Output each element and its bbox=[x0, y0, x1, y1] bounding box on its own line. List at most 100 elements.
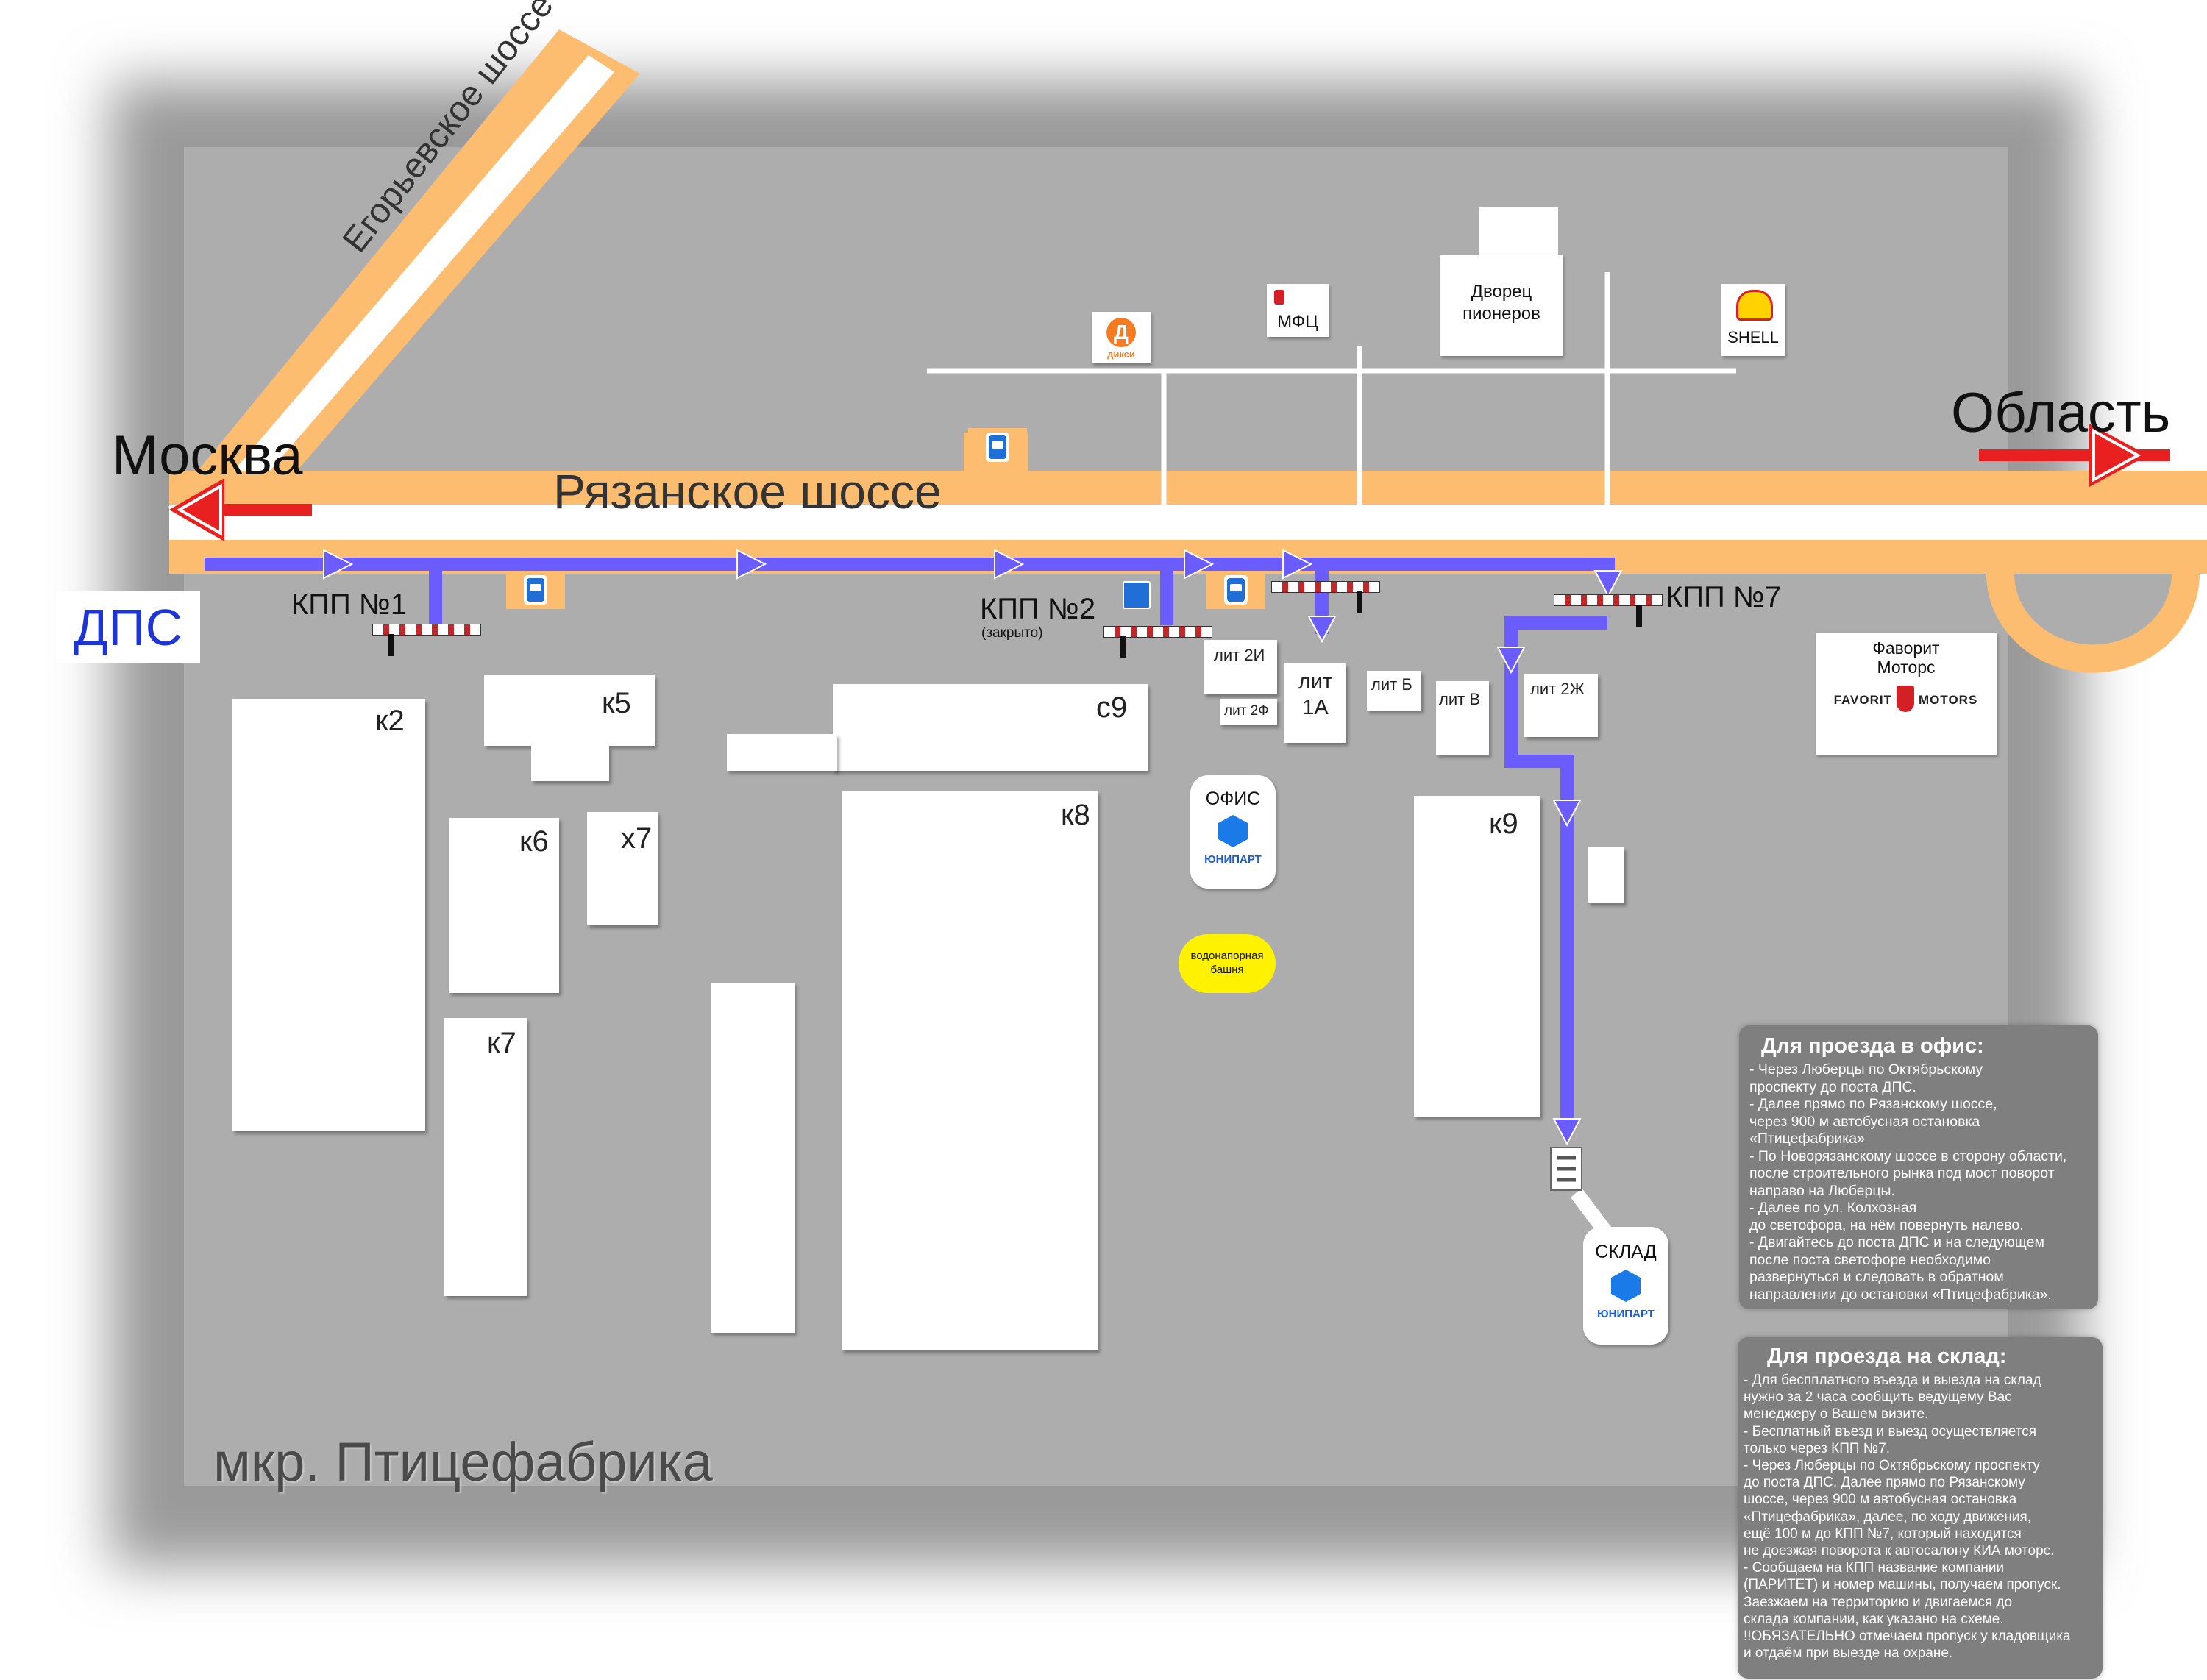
building-k8 bbox=[842, 791, 1098, 1350]
kpp7-label: КПП №7 bbox=[1666, 581, 1782, 613]
building-k2 bbox=[232, 699, 425, 1131]
office_panel-line: через 900 м автобусная остановка bbox=[1749, 1113, 1980, 1130]
favorit-motors-label: Фаворит Моторс bbox=[1872, 638, 1940, 677]
warehouse_panel-line: шоссе, через 900 м автобусная остановка bbox=[1744, 1492, 2017, 1508]
diksi-logo-icon: Д bbox=[1106, 318, 1136, 347]
building-x7-label: х7 bbox=[621, 822, 653, 855]
warehouse_panel-line: до поста ДПС. Далее прямо по Рязанскому bbox=[1744, 1475, 2025, 1491]
kpp2-post bbox=[1120, 636, 1126, 658]
uniparts-logo-icon bbox=[1611, 1270, 1641, 1302]
building-c9 bbox=[833, 684, 1148, 771]
warehouse_panel-line: менеджеру о Вашем визите. bbox=[1744, 1406, 1929, 1423]
building-k8-label: к8 bbox=[1061, 799, 1090, 831]
district-label: мкр. Птицефабрика bbox=[213, 1431, 713, 1492]
office_panel-line: «Птицефабрика» bbox=[1749, 1131, 1865, 1147]
building-k5 bbox=[484, 675, 655, 746]
warehouse_panel-line: (ПАРИТЕТ) и номер машины, получаем пропу… bbox=[1744, 1577, 2061, 1593]
warehouse_panel-line: Заезжаем на территорию и двигаемся до bbox=[1744, 1594, 2013, 1610]
office_panel-line: направлении до остановки «Птицефабрика». bbox=[1749, 1286, 2052, 1303]
kpp2-barrier bbox=[1104, 626, 1212, 638]
office_panel-line: после строительного рынка под мост повор… bbox=[1749, 1165, 2055, 1181]
office_panel-line: - Далее прямо по Рязанскому шоссе, bbox=[1749, 1096, 1997, 1112]
mfc-logo-icon bbox=[1274, 290, 1284, 305]
warehouse_panel-line: - Для беспплатного въезда и выезда на ск… bbox=[1744, 1373, 2041, 1388]
building-lit-b bbox=[1367, 671, 1421, 711]
building-x7 bbox=[587, 812, 658, 925]
egorievskoe-road bbox=[168, 29, 640, 515]
pioneer-palace-label: Дворец пионеров bbox=[1463, 282, 1540, 324]
office_panel-line: - По Новорязанскому шоссе в сторону обла… bbox=[1749, 1147, 2067, 1164]
building-c9-label: с9 bbox=[1096, 691, 1128, 724]
water-tower-label: водонапорная башня bbox=[1190, 950, 1264, 976]
diksi-store: Д дикси bbox=[1092, 312, 1151, 363]
kpp2-closed-note: (закрыто) bbox=[981, 625, 1043, 641]
route-lines bbox=[205, 558, 1615, 1133]
pioneer-palace: Дворец пионеров bbox=[1440, 255, 1563, 356]
bus-stop-icon bbox=[1206, 571, 1265, 609]
kpp1-post bbox=[388, 634, 394, 656]
building-lit-v-label: лит В bbox=[1439, 690, 1480, 708]
oblast-direction-arrow bbox=[1979, 424, 2170, 487]
office-marker-title: ОФИС bbox=[1205, 789, 1261, 809]
building-lit-v bbox=[1436, 681, 1489, 755]
lit1a-barrier bbox=[1271, 581, 1380, 593]
lit1a-post bbox=[1357, 591, 1362, 613]
moscow-direction-arrow bbox=[169, 478, 312, 541]
mfc: МФЦ bbox=[1267, 284, 1329, 337]
warehouse-marker: СКЛАД ЮНИПАРТ bbox=[1583, 1227, 1668, 1345]
uniparts-logo-icon bbox=[1218, 815, 1248, 847]
building-unlabeled-long bbox=[711, 983, 795, 1333]
office-marker: ОФИС ЮНИПАРТ bbox=[1190, 775, 1276, 889]
building-k7-label: к7 bbox=[487, 1027, 516, 1059]
warehouse_panel-line: только через КПП №7. bbox=[1744, 1440, 1891, 1456]
bus-stop-icon bbox=[968, 428, 1027, 466]
warehouse_panel-line: - Через Люберцы по Октябрьскому проспект… bbox=[1744, 1458, 2041, 1474]
local-streets bbox=[927, 272, 1736, 506]
warehouse-panel-text: - Для беспплатного въезда и выезда на ск… bbox=[1744, 1372, 2097, 1662]
warehouse_panel-line: ещё 100 м до КПП №7, который находится bbox=[1744, 1526, 2022, 1542]
office_panel-line: - Далее по ул. Колхозная bbox=[1749, 1200, 1917, 1216]
building-lit-2zh-label: лит 2Ж bbox=[1530, 680, 1585, 698]
pioneer-palace-tower bbox=[1479, 207, 1558, 260]
oblast-label: Область bbox=[1951, 382, 2171, 444]
warehouse_panel-line: «Птицефабрика», далее, по ходу движения, bbox=[1744, 1509, 2032, 1525]
building-k7 bbox=[444, 1018, 527, 1296]
warehouse-marker-brand: ЮНИПАРТ bbox=[1597, 1308, 1655, 1320]
warehouse_panel-line: !!ОБЯЗАТЕЛЬНО отмечаем пропуск у кладовщ… bbox=[1744, 1629, 2071, 1645]
office_panel-line: направо на Люберцы. bbox=[1749, 1182, 1895, 1199]
water-tower: водонапорная башня bbox=[1179, 934, 1276, 993]
office_panel-line: - Двигайтесь до поста ДПС и на следующем bbox=[1749, 1234, 2044, 1250]
kpp7-post bbox=[1636, 605, 1642, 627]
kpp1-barrier bbox=[372, 624, 481, 636]
moscow-label: Москва bbox=[112, 424, 303, 487]
building-c9-wing bbox=[727, 734, 837, 771]
building-lit-2f bbox=[1220, 699, 1277, 725]
building-lit-b-label: лит Б bbox=[1371, 675, 1412, 694]
warehouse-panel-title: Для проезда на склад: bbox=[1767, 1345, 2007, 1368]
office_panel-line: после поста светофоре необходимо bbox=[1749, 1251, 1991, 1268]
warehouse_panel-line: нужно за 2 часа сообщить ведущему Вас bbox=[1744, 1389, 2012, 1406]
building-k6 bbox=[449, 818, 559, 993]
warehouse-marker-title: СКЛАД bbox=[1595, 1242, 1657, 1262]
office-marker-brand: ЮНИПАРТ bbox=[1204, 853, 1262, 866]
warehouse_panel-line: - Сообщаем на КПП название компании bbox=[1744, 1560, 2005, 1576]
kpp1-label: КПП №1 bbox=[291, 588, 408, 621]
favorit-logo-left: FAVORIT bbox=[1833, 693, 1892, 707]
office_panel-line: проспекту до поста ДПС. bbox=[1749, 1078, 1916, 1095]
building-lit-2zh bbox=[1524, 674, 1598, 737]
building-k5-label: к5 bbox=[602, 687, 631, 719]
favorit-logo-right: MOTORS bbox=[1919, 693, 1978, 707]
office_panel-line: развернуться и следовать в обратном bbox=[1749, 1269, 2004, 1285]
warehouse_panel-line: и отдаём при выезде на охране. bbox=[1744, 1645, 1953, 1662]
building-lit-2f-label: лит 2Ф bbox=[1224, 703, 1269, 719]
kpp7-barrier bbox=[1554, 594, 1663, 606]
bus-stop-icon bbox=[506, 571, 565, 609]
building-k9-label: к9 bbox=[1489, 808, 1518, 840]
route-arrowheads bbox=[323, 549, 1623, 1146]
office_panel-line: - Через Люберцы по Октябрьскому bbox=[1749, 1061, 1983, 1078]
kpp2-label: КПП №2 bbox=[980, 593, 1096, 625]
building-k5-annex bbox=[531, 746, 609, 781]
ryazanskoe-road-label: Рязанское шоссе bbox=[553, 464, 942, 519]
warehouse_panel-line: - Бесплатный въезд и выезд осуществляетс… bbox=[1744, 1423, 2037, 1439]
